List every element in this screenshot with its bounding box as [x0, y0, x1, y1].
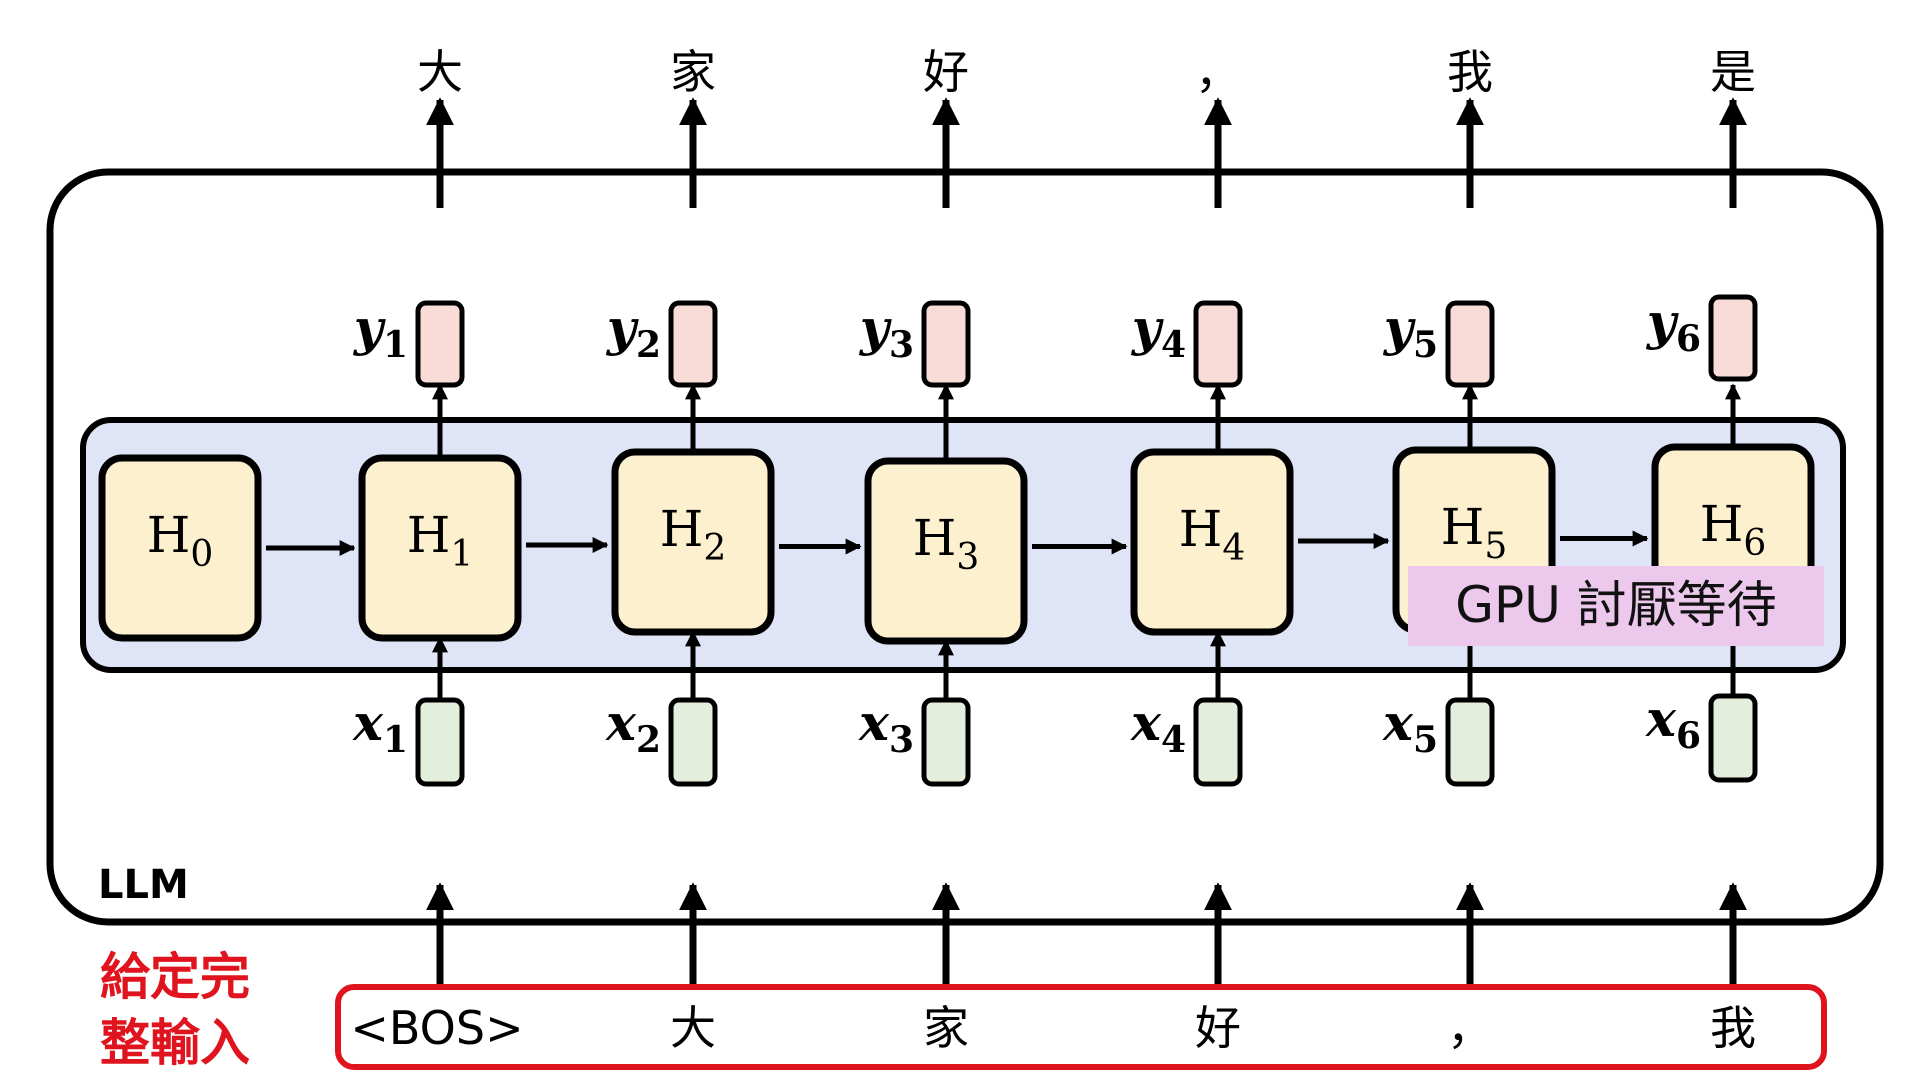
input-token: 家: [923, 1001, 969, 1055]
output-vector-label: y2: [606, 298, 661, 366]
output-vector-label: y6: [1646, 292, 1701, 360]
input-vector-label: x2: [605, 693, 661, 761]
gpu-callout-box: [1408, 566, 1824, 646]
output-token: 大: [417, 45, 463, 99]
side-note-line-1: 給定完: [100, 948, 250, 1006]
output-vector: y2: [606, 298, 718, 388]
llm-label: LLM: [98, 862, 189, 908]
input-vector: x5: [1382, 693, 1495, 787]
hidden-state-label: H0: [147, 506, 214, 575]
hidden-state-box: H2: [611, 448, 775, 636]
input-vector: x4: [1130, 693, 1243, 787]
output-vector: y3: [859, 298, 971, 388]
input-vector: x6: [1645, 689, 1758, 783]
output-vector: y6: [1646, 292, 1758, 382]
recurrence-arrows: [266, 530, 1649, 556]
output-vector-label: y5: [1383, 298, 1438, 366]
output-vector: y1: [353, 298, 465, 388]
input-arrows: [426, 882, 1747, 990]
output-tokens: 大 家 好 ， 我 是: [417, 45, 1756, 99]
output-vector-label: y3: [859, 298, 914, 366]
output-token: 我: [1447, 45, 1493, 99]
input-vector-label: x1: [352, 693, 408, 761]
input-tokens: <BOS> 大 家 好 ， 我: [350, 1001, 1756, 1055]
hidden-state-box: H4: [1130, 448, 1294, 636]
gpu-callout-text: GPU 討厭等待: [1455, 576, 1776, 634]
output-vector-label: y4: [1131, 298, 1186, 366]
output-token: 是: [1710, 45, 1756, 99]
input-token: 大: [670, 1001, 716, 1055]
input-vector-label: x4: [1130, 693, 1186, 761]
hidden-state-label: H3: [913, 509, 980, 578]
hidden-state-label: H2: [660, 500, 727, 569]
output-token: 家: [670, 45, 716, 99]
side-note-line-2: 整輸入: [100, 1014, 250, 1072]
input-vector-label: x3: [858, 693, 914, 761]
output-vector: y5: [1383, 298, 1495, 388]
output-vector: y4: [1131, 298, 1243, 388]
input-token: ，: [1447, 1001, 1493, 1055]
hidden-state-label: H5: [1441, 498, 1508, 567]
full-input-box: [335, 984, 1827, 1070]
hidden-state-label: H1: [407, 506, 474, 575]
hidden-state-box: H0: [98, 454, 262, 642]
input-token: 我: [1710, 1001, 1756, 1055]
output-token: ，: [1195, 45, 1241, 99]
input-token: <BOS>: [350, 1001, 523, 1055]
output-arrows: [426, 97, 1747, 208]
input-vector: x3: [858, 693, 971, 787]
input-vector: x1: [352, 693, 465, 787]
input-vector-label: x6: [1645, 689, 1701, 757]
input-vectors: x1 x2 x3 x4 x5 x6: [352, 689, 1758, 787]
input-token: 好: [1195, 1001, 1241, 1055]
output-vectors: y1 y2 y3 y4 y5 y6: [353, 292, 1758, 388]
input-vector-label: x5: [1382, 693, 1438, 761]
hidden-state-label: H6: [1700, 495, 1767, 564]
vector-arrows: [432, 383, 1741, 700]
output-vector-label: y1: [353, 298, 408, 366]
hidden-state-box: H1: [358, 454, 522, 642]
input-vector: x2: [605, 693, 718, 787]
hidden-state-box: H3: [864, 457, 1028, 645]
hidden-state-label: H4: [1179, 500, 1246, 569]
output-token: 好: [923, 45, 969, 99]
